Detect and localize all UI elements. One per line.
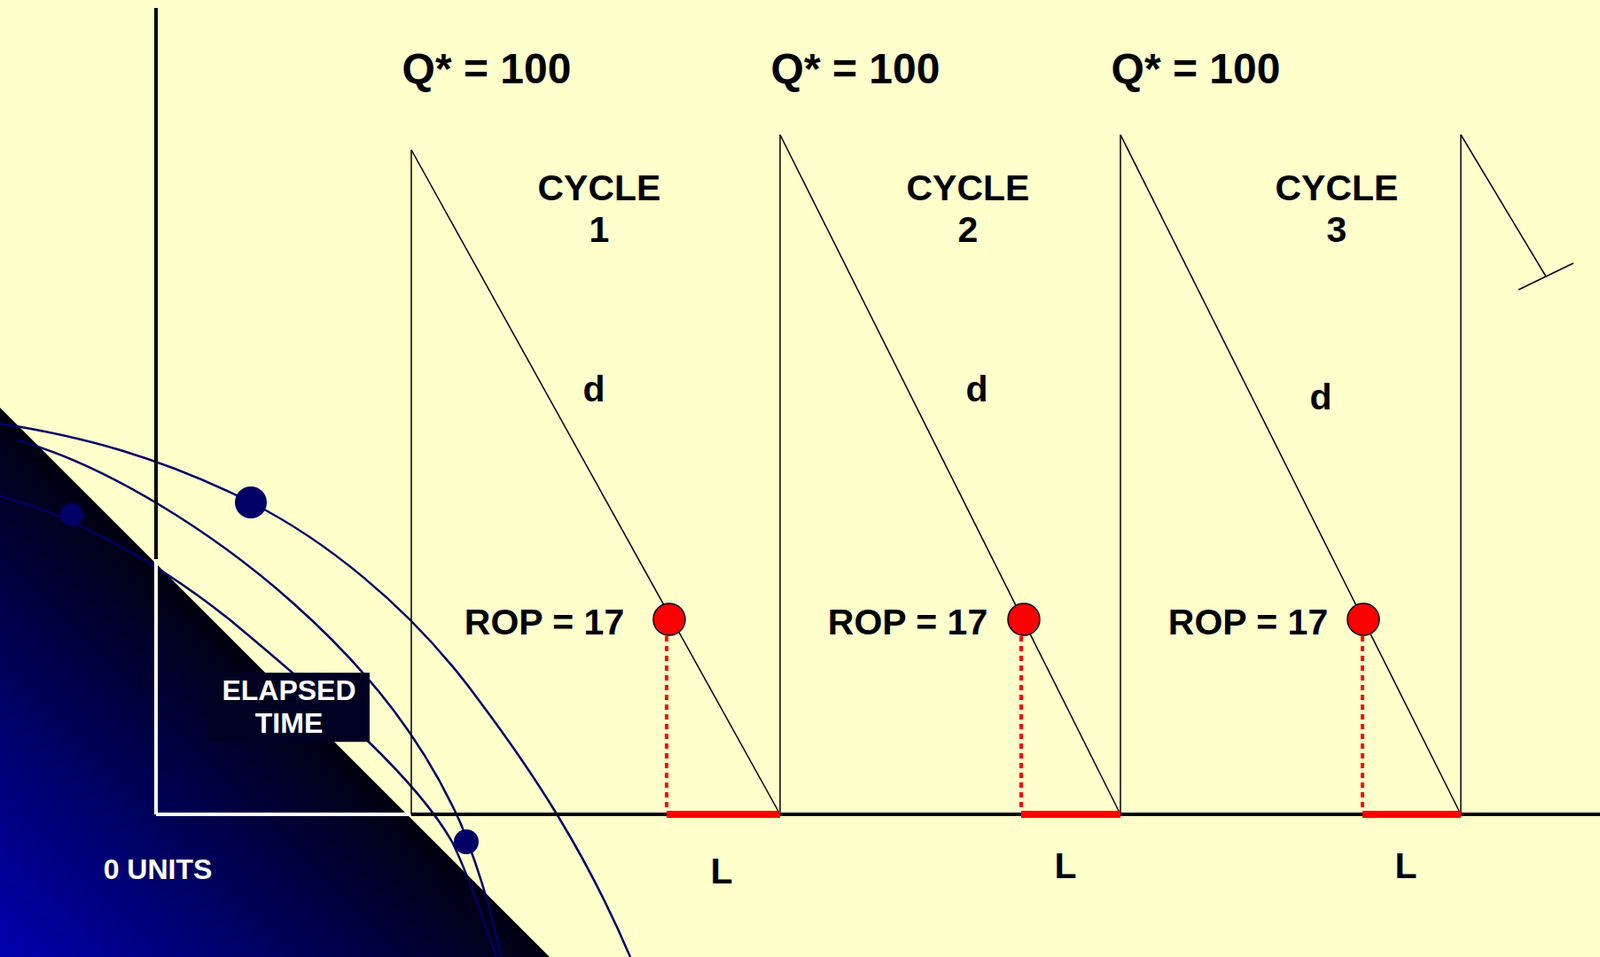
deco-curve <box>0 423 631 957</box>
demand-line <box>411 149 781 815</box>
reorder-markers <box>653 603 1461 815</box>
deco-curve <box>17 440 501 957</box>
cycle-label: CYCLE 2 <box>892 167 1044 251</box>
sawtooth <box>411 134 1574 815</box>
rop-dash <box>1019 636 1023 812</box>
lead-time-bar <box>666 811 781 819</box>
demand-label: d <box>582 368 605 411</box>
break-tick <box>1518 263 1574 290</box>
rop-dot <box>1007 603 1040 636</box>
rop-dot <box>653 603 686 636</box>
restock-line <box>779 134 781 815</box>
order-quantity: Q* = 100 <box>771 44 941 94</box>
order-quantity: Q* = 100 <box>402 44 572 94</box>
corner-triangle <box>0 407 550 957</box>
demand-line <box>1460 134 1546 277</box>
demand-label: d <box>965 368 988 411</box>
demand-line <box>780 134 1121 815</box>
reorder-point: ROP = 17 <box>827 601 988 644</box>
x-axis <box>411 812 1600 817</box>
deco-dot <box>60 503 84 527</box>
lead-time-label: L <box>710 850 733 893</box>
deco-dot <box>453 829 479 855</box>
deco-curve <box>0 496 497 957</box>
lead-time-label: L <box>1394 845 1417 888</box>
rop-dash <box>1360 636 1365 812</box>
rop-dash <box>664 636 669 812</box>
deco-dot <box>234 486 267 519</box>
restock-line <box>1119 134 1122 815</box>
lead-time-bar <box>1362 811 1461 819</box>
lead-time-bar <box>1021 811 1121 819</box>
y-axis <box>154 7 158 560</box>
restock-line <box>410 149 413 815</box>
restock-line <box>1459 134 1462 815</box>
axis-label: 0 UNITS <box>95 853 220 887</box>
axis-label: ELAPSED TIME <box>208 672 370 742</box>
demand-label: d <box>1309 376 1332 419</box>
reorder-point: ROP = 17 <box>1168 601 1328 644</box>
cycle-label: CYCLE 3 <box>1261 167 1413 251</box>
rop-dot <box>1347 603 1380 636</box>
reorder-point: ROP = 17 <box>464 601 625 644</box>
x-axis-white <box>156 812 412 817</box>
cycle-label: CYCLE 1 <box>523 167 675 251</box>
order-quantity: Q* = 100 <box>1111 44 1281 94</box>
demand-line <box>1120 134 1461 815</box>
y-axis-white <box>154 559 158 815</box>
lead-time-label: L <box>1053 845 1077 888</box>
